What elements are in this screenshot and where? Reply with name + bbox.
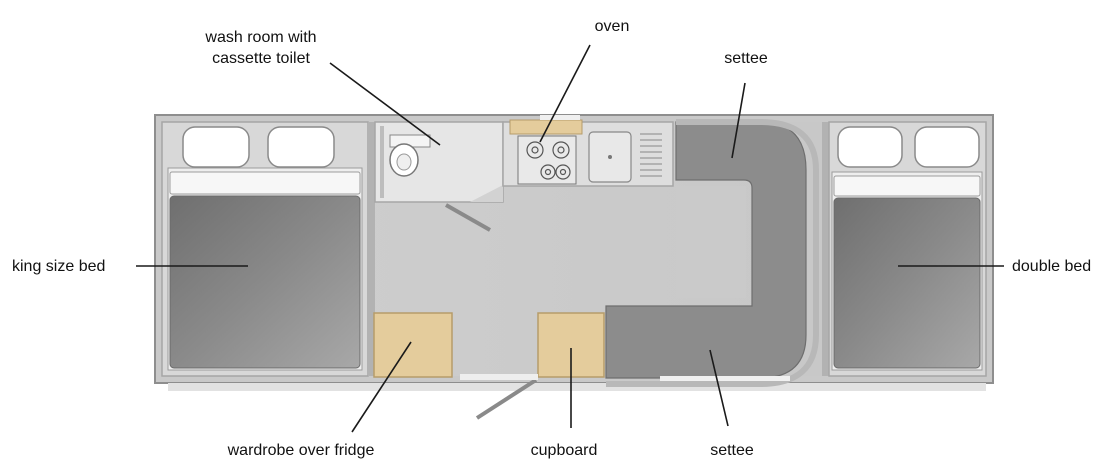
king-bed-mattress (169, 195, 361, 369)
partition-wall-left (368, 122, 375, 376)
entry-door (475, 378, 538, 420)
table (676, 186, 746, 298)
label-wash-room-line1: wash room with (204, 29, 316, 46)
label-oven: oven (595, 18, 630, 35)
label-king-size-bed: king size bed (12, 258, 105, 275)
label-settee-bottom: settee (710, 442, 754, 459)
leader-oven (539, 44, 591, 143)
window-bottom-right (660, 376, 790, 381)
sink-drain (608, 155, 612, 159)
washroom-door (445, 203, 491, 232)
caravan-shadow (168, 383, 986, 391)
leader-settee-bottom (709, 349, 729, 427)
label-wash-room-line2: cassette toilet (212, 50, 310, 67)
leader-wardrobe (351, 341, 412, 433)
king-bed-headboard (169, 171, 361, 195)
window-top (540, 115, 580, 120)
double-bed-mattress (833, 197, 981, 369)
washroom-inner-wall (380, 126, 384, 198)
leader-washroom (329, 62, 441, 146)
settee-u-shape (605, 121, 807, 379)
door-gap (460, 374, 538, 380)
wardrobe-over-fridge (373, 312, 453, 378)
king-bed-pillow-left (182, 126, 250, 168)
cooktop-burners (526, 141, 571, 180)
label-cupboard: cupboard (531, 442, 598, 459)
label-wardrobe: wardrobe over fridge (227, 442, 375, 459)
label-double-bed: double bed (1012, 258, 1091, 275)
double-bed-pillow-right (914, 126, 980, 168)
double-bed-headboard (833, 175, 981, 197)
toilet-bowl (396, 153, 412, 171)
leader-settee-top (731, 82, 746, 159)
drainer-grooves (640, 133, 662, 177)
washroom-wall-angle (440, 185, 503, 202)
label-settee-top: settee (724, 50, 768, 67)
double-bed-pillow-left (837, 126, 903, 168)
king-bed-pillow-right (267, 126, 335, 168)
partition-wall-right (822, 122, 829, 376)
